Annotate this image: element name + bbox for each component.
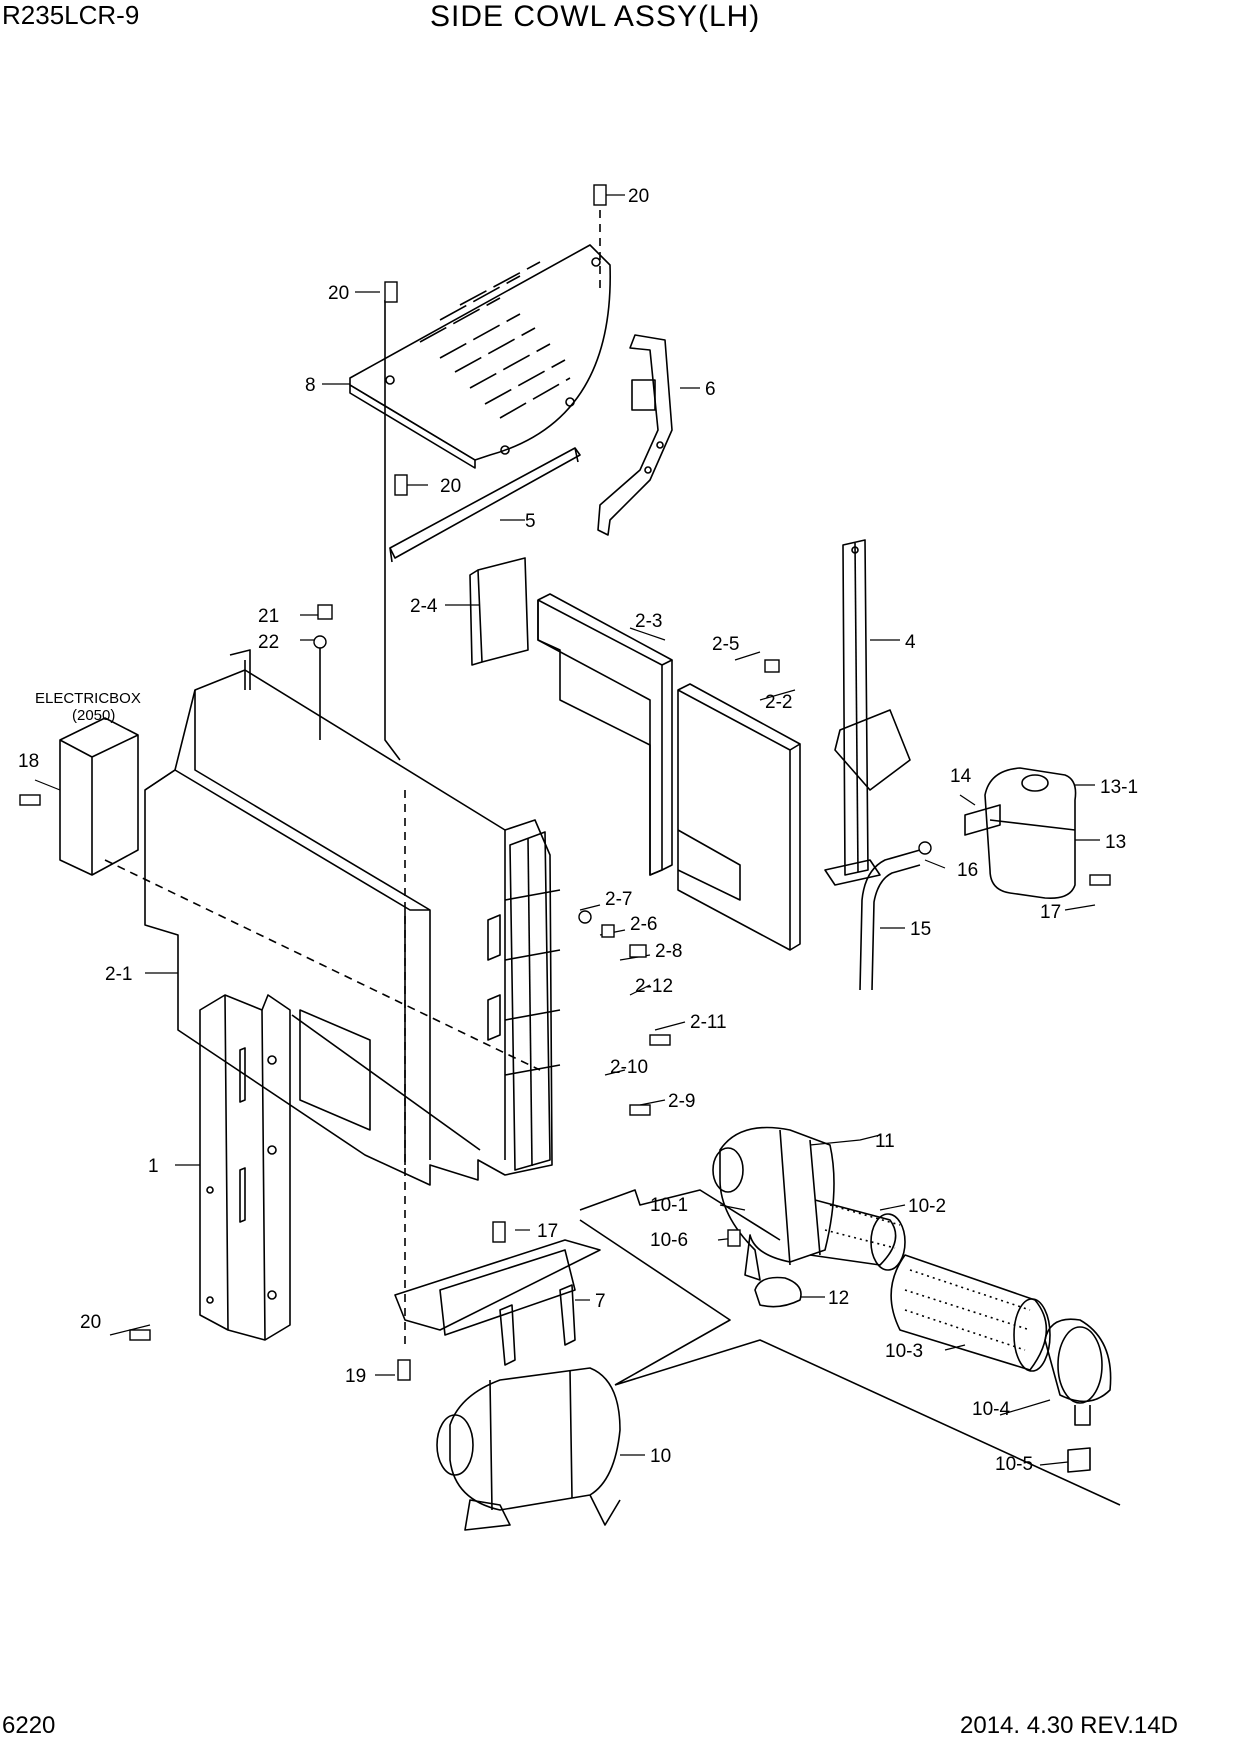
bolt-icon [649, 1034, 671, 1046]
part-label: 6 [705, 379, 716, 400]
valve-part-10-5 [1067, 1447, 1091, 1473]
clamp-part-12 [754, 1276, 802, 1308]
part-label: 20 [328, 283, 349, 304]
part-label: 12 [828, 1288, 849, 1309]
insulation-part-2-3 [537, 593, 673, 876]
part-label: 22 [258, 632, 279, 653]
part-label: 10-4 [972, 1399, 1010, 1420]
part-label: 16 [957, 860, 978, 881]
part-label: 21 [258, 606, 279, 627]
part-label: 10-6 [650, 1230, 688, 1251]
part-label: 7 [595, 1291, 606, 1312]
bolt-icon [394, 474, 408, 496]
part-label: 2-6 [630, 914, 657, 935]
bolt-icon [1089, 874, 1111, 886]
part-label: 2-8 [655, 941, 682, 962]
hose-part-15 [859, 849, 921, 991]
filter-part-10-3 [890, 1254, 1051, 1372]
bolt-icon [492, 1221, 506, 1243]
stay-part-5 [389, 447, 581, 563]
cap-part-10-4 [1044, 1318, 1112, 1426]
part-label: 20 [440, 476, 461, 497]
bolt-icon [384, 281, 398, 303]
part-label: 2-10 [610, 1057, 648, 1078]
part-label: 19 [345, 1366, 366, 1387]
filter-part-10-2 [809, 1199, 906, 1271]
air-cleaner-part-10 [436, 1367, 621, 1531]
grommet-icon [918, 841, 932, 855]
part-label: 18 [18, 751, 39, 772]
bolt-icon [764, 659, 780, 673]
part-label: 15 [910, 919, 931, 940]
part-label: 4 [905, 632, 916, 653]
page-title: SIDE COWL ASSY(LH) [430, 0, 761, 33]
part-label: 2-1 [105, 964, 132, 985]
part-label: 2-4 [410, 596, 438, 617]
part-label: 1 [148, 1156, 159, 1177]
washer-icon [578, 910, 592, 924]
part-label: 11 [875, 1131, 895, 1152]
electric-box [59, 717, 139, 876]
model-code: R235LCR-9 [2, 0, 140, 30]
bolt-icon [629, 1104, 651, 1116]
electric-box-ref-number: (2050) [72, 707, 115, 724]
part-label: 10-3 [885, 1341, 923, 1362]
part-label: 2-5 [712, 634, 739, 655]
bolt-icon [727, 1229, 741, 1247]
tank-part-13 [964, 767, 1077, 900]
part-label: 10-2 [908, 1196, 946, 1217]
part-label: 5 [525, 511, 536, 532]
bolt-icon [317, 604, 333, 620]
part-label: 2-9 [668, 1091, 695, 1112]
washer-icon [313, 635, 327, 649]
part-label: 13-1 [1100, 777, 1138, 798]
nut-icon [601, 924, 615, 938]
housing-part-10-1 [712, 1126, 835, 1281]
part-label: 10 [650, 1446, 671, 1467]
part-label: 14 [950, 766, 972, 787]
part-label: 20 [628, 186, 649, 207]
part-label: 10-5 [995, 1454, 1033, 1475]
mount-part-7 [394, 1239, 601, 1366]
pad-part-2-4 [469, 557, 529, 666]
part-label: 10-1 [650, 1195, 688, 1216]
part-label: 2-11 [690, 1012, 727, 1033]
part-label: 17 [1040, 902, 1061, 923]
part-label: 20 [80, 1312, 101, 1333]
side-cowl-main-part-2-1 [144, 649, 553, 1186]
bracket-part-6 [597, 334, 673, 536]
bolt-icon [593, 184, 607, 206]
part-label: 2-2 [765, 692, 792, 713]
insulation-part-2-2 [677, 683, 801, 951]
revision-date: 2014. 4.30 REV.14D [960, 1712, 1178, 1739]
part-label: 8 [305, 375, 316, 396]
top-cover-part-8 [349, 244, 611, 469]
bolt-icon [19, 794, 41, 806]
front-cover-part-1 [199, 994, 291, 1341]
part-label: 2-3 [635, 611, 662, 632]
electric-box-label: ELECTRICBOX [35, 690, 141, 707]
cowl-frame [504, 831, 561, 1171]
bolt-icon [397, 1359, 411, 1381]
part-label: 13 [1105, 832, 1126, 853]
part-label: 2-12 [635, 976, 673, 997]
pillar-part-4 [824, 539, 911, 886]
part-label: 17 [537, 1221, 558, 1242]
bolt-icon [129, 1329, 151, 1341]
page-number: 6220 [2, 1712, 56, 1739]
bolt-icon [629, 944, 647, 958]
part-label: 2-7 [605, 889, 632, 910]
